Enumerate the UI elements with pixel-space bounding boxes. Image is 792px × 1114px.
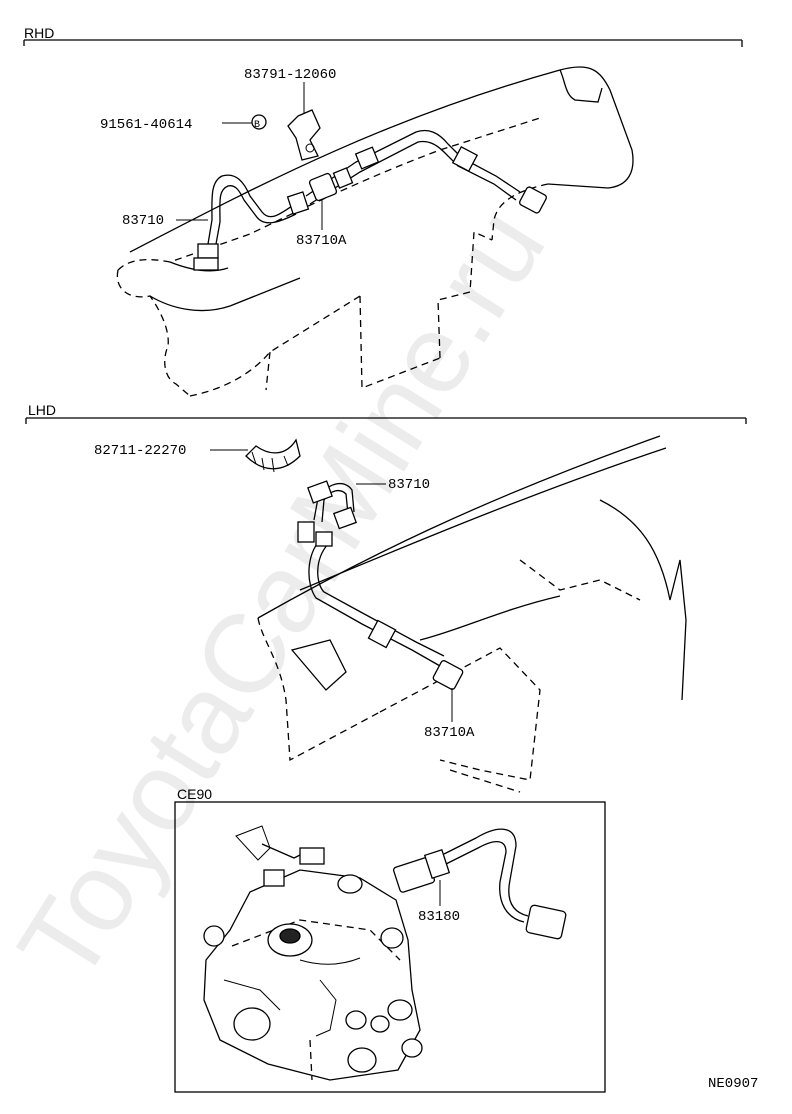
svg-text:B: B — [254, 120, 260, 131]
ce90-injection-pump — [203, 825, 423, 1081]
label-83791-12060: 83791-12060 — [244, 67, 336, 83]
ce90-inset: CE90 — [174, 786, 606, 1093]
ce90-frame — [174, 801, 606, 1093]
rhd-cable-nut — [308, 172, 338, 202]
rhd-cable-connector — [519, 186, 547, 214]
label-82711-22270: 82711-22270 — [94, 443, 186, 459]
ce90-speed-sensor-83180 — [392, 828, 567, 940]
lhd-clamp-82711 — [245, 438, 301, 473]
rhd-section-title: RHD — [24, 25, 54, 41]
rhd-bolt-symbol: B — [251, 114, 267, 131]
lhd-section: LHD 8 — [25, 402, 747, 793]
lhd-cable-connector — [432, 660, 464, 690]
label-83710-rhd: 83710 — [122, 213, 164, 229]
lhd-cable-end-fitting — [297, 521, 315, 543]
lhd-section-title: LHD — [28, 402, 56, 418]
rhd-cable-83710 — [193, 174, 310, 271]
diagram-code: NE0907 — [708, 1076, 758, 1092]
bolt-callout-circle — [251, 114, 267, 130]
lhd-engine-outline — [257, 435, 687, 793]
label-91561-40614: 91561-40614 — [100, 117, 192, 133]
lhd-cable-83710 — [297, 480, 358, 543]
rhd-engine-outline — [116, 66, 634, 397]
rhd-bracket-83791 — [287, 109, 321, 161]
label-83710a-lhd: 83710A — [424, 725, 475, 741]
rhd-section: RHD — [23, 25, 743, 397]
label-83710-lhd: 83710 — [388, 477, 430, 493]
lhd-cable-83710a — [308, 531, 464, 690]
label-83710a-rhd: 83710A — [296, 233, 347, 249]
ce90-sensor-connector — [525, 904, 567, 940]
rhd-cable-end-fitting — [197, 243, 219, 259]
label-83180: 83180 — [418, 909, 460, 925]
ce90-title: CE90 — [177, 786, 212, 802]
rhd-cable-83710a — [305, 129, 547, 214]
